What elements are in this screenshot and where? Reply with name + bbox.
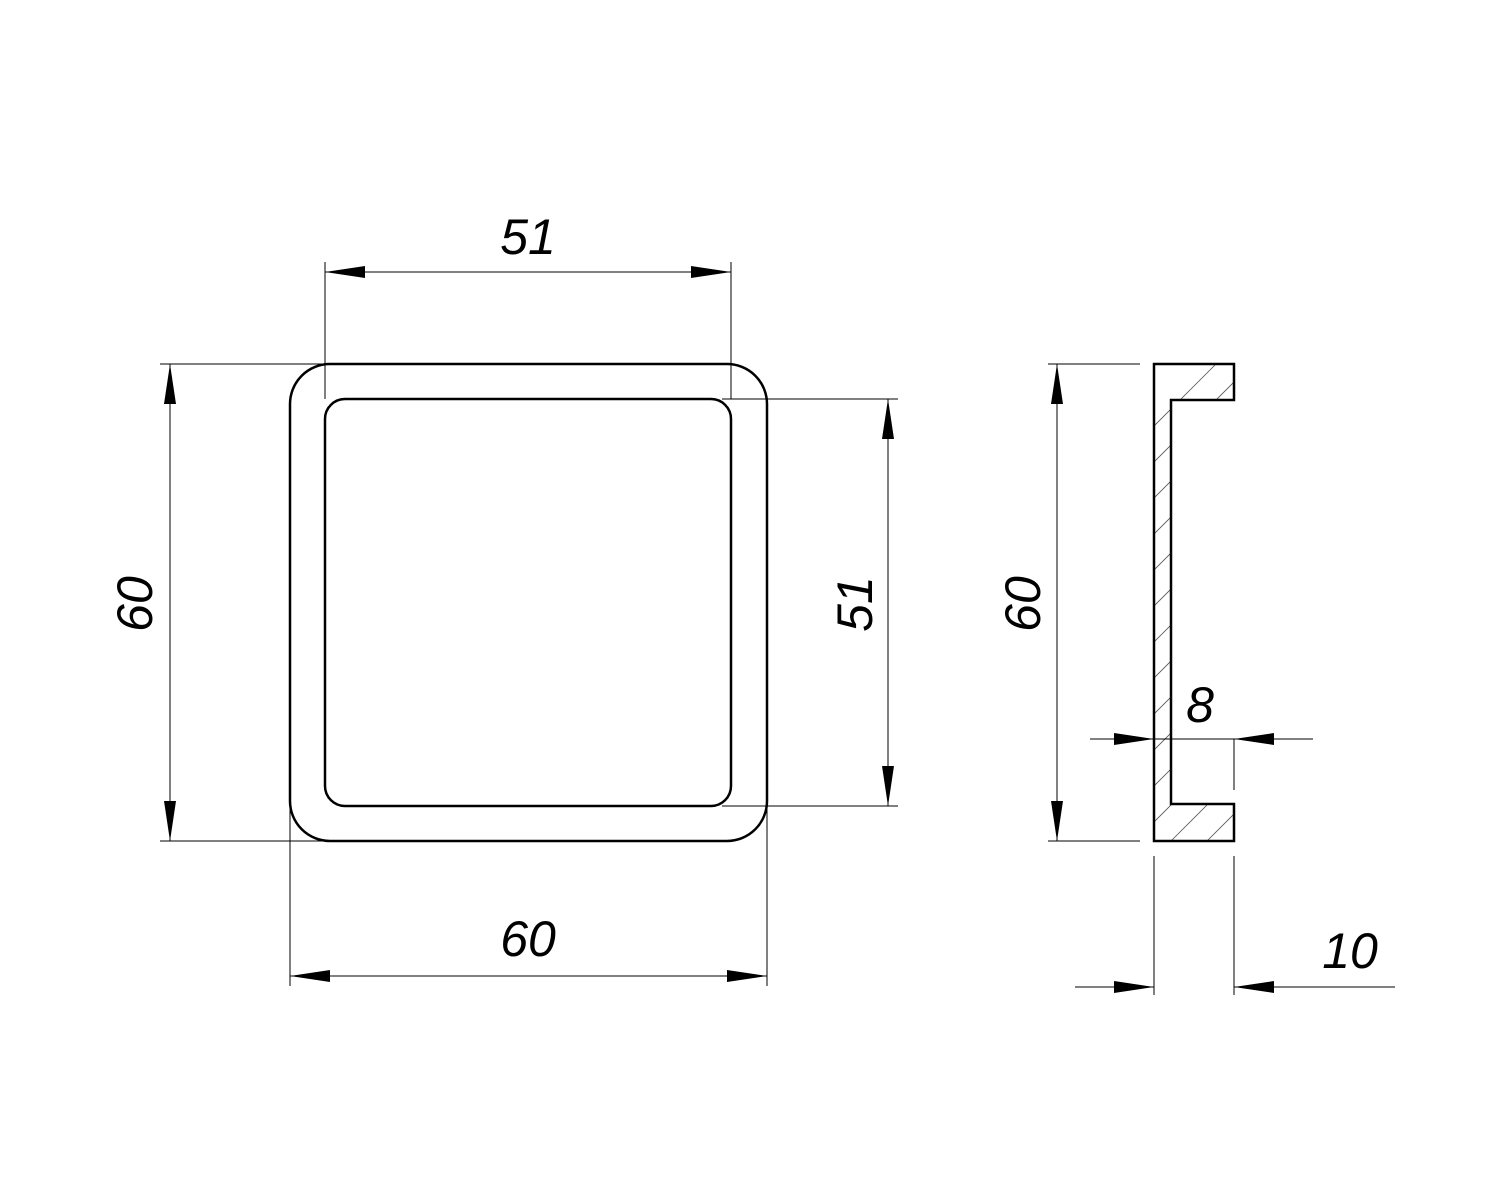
hatch-line (1154, 364, 1234, 431)
front-view: 51 60 60 51 (107, 209, 898, 986)
hatch-line (1154, 807, 1234, 841)
dimension-side-depth: 10 (1075, 856, 1395, 995)
hatch-line (1154, 375, 1234, 467)
hatch-line (1154, 591, 1234, 683)
dimension-outer-width: 60 (289, 800, 768, 986)
dimension-label: 10 (1322, 923, 1378, 979)
dimension-label: 60 (500, 911, 556, 967)
dimension-side-height: 60 (995, 363, 1140, 842)
dimension-label: 60 (107, 576, 163, 632)
hatch-line (1154, 735, 1234, 827)
hatch-line (1154, 411, 1234, 503)
hatch-line (1154, 771, 1234, 841)
dimension-inner-height: 51 (722, 398, 898, 807)
hatch-line (1154, 447, 1234, 539)
outer-frame-outline (288, 362, 769, 843)
dimension-label: 51 (500, 209, 556, 265)
hatch-line (1154, 555, 1234, 647)
dimension-label: 8 (1186, 677, 1214, 733)
hatch-line (1150, 844, 1240, 934)
section-hatching (1150, 364, 1240, 970)
hatch-line (1150, 880, 1240, 970)
dimension-label: 60 (995, 576, 1051, 632)
inner-opening-outline (323, 397, 733, 808)
dimension-inner-width: 51 (324, 209, 732, 399)
side-section-view: 60 8 10 (995, 362, 1395, 995)
hatch-line (1154, 483, 1234, 575)
section-outline (1152, 362, 1236, 843)
dimension-label: 51 (827, 576, 883, 632)
dimension-outer-height: 60 (107, 363, 330, 842)
dimension-wall-inset: 8 (1090, 677, 1313, 790)
hatch-line (1154, 519, 1234, 611)
